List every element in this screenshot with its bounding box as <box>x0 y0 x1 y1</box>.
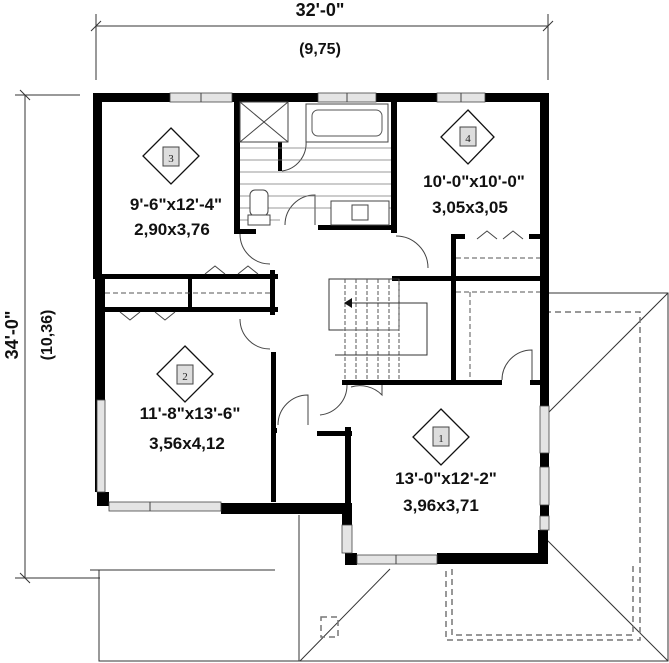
door-bathroom[interactable] <box>284 194 316 226</box>
toilet-icon <box>249 189 269 217</box>
window <box>539 405 550 454</box>
window <box>96 399 106 493</box>
width-imperial: 32'-0" <box>296 0 345 20</box>
svg-text:4: 4 <box>465 133 471 145</box>
room-4-size-imperial: 10'-0"x10'-0" <box>423 172 525 191</box>
stair-direction-arrow-icon <box>344 298 352 308</box>
staircase <box>328 278 428 380</box>
depth-imperial: 34'-0" <box>2 311 22 360</box>
svg-text:1: 1 <box>438 433 444 445</box>
door-shower[interactable] <box>281 140 307 172</box>
window <box>539 466 550 506</box>
room-1-size-metric: 3,96x3,71 <box>403 496 479 515</box>
door-stairs[interactable] <box>350 385 383 397</box>
room-4-size-metric: 3,05x3,05 <box>432 198 508 217</box>
closets <box>105 230 540 380</box>
svg-text:3: 3 <box>168 153 174 165</box>
width-metric: (9,75) <box>299 41 341 58</box>
svg-text:2: 2 <box>182 371 188 383</box>
room-3-size-metric: 2,90x3,76 <box>134 220 210 239</box>
doors <box>239 140 533 426</box>
window <box>108 501 222 512</box>
room-3-size-imperial: 9'-6"x12'-4" <box>130 195 222 214</box>
windows <box>96 92 550 565</box>
door-bedroom-1[interactable] <box>501 349 533 381</box>
left-dimension: 34'-0" (10,36) <box>2 89 100 584</box>
roof-outline <box>90 292 669 662</box>
door-closet[interactable] <box>277 394 309 426</box>
window <box>356 554 438 565</box>
door-bedroom-2[interactable] <box>239 318 271 350</box>
window <box>341 524 353 554</box>
top-dimension: 32'-0" (9,75) <box>90 0 554 80</box>
interior-walls <box>98 93 542 505</box>
room-2-size-metric: 3,56x4,12 <box>149 434 225 453</box>
door-hall-top[interactable] <box>395 235 429 269</box>
door-bedroom-3[interactable] <box>239 233 271 265</box>
room-1-size-imperial: 13'-0"x12'-2" <box>395 469 497 488</box>
depth-metric: (10,36) <box>39 310 56 361</box>
room-2-size-imperial: 11'-8"x13'-6" <box>140 404 241 423</box>
sink-icon <box>351 204 369 221</box>
room-1: 1 13'-0"x12'-2" 3,96x3,71 <box>395 408 497 515</box>
room-3: 3 9'-6"x12'-4" 2,90x3,76 <box>130 127 222 239</box>
downspout-icon <box>320 616 339 638</box>
room-2: 2 11'-8"x13'-6" 3,56x4,12 <box>140 345 241 453</box>
bathroom <box>239 101 391 226</box>
room-4: 4 10'-0"x10'-0" 3,05x3,05 <box>423 109 525 217</box>
window <box>539 515 550 531</box>
